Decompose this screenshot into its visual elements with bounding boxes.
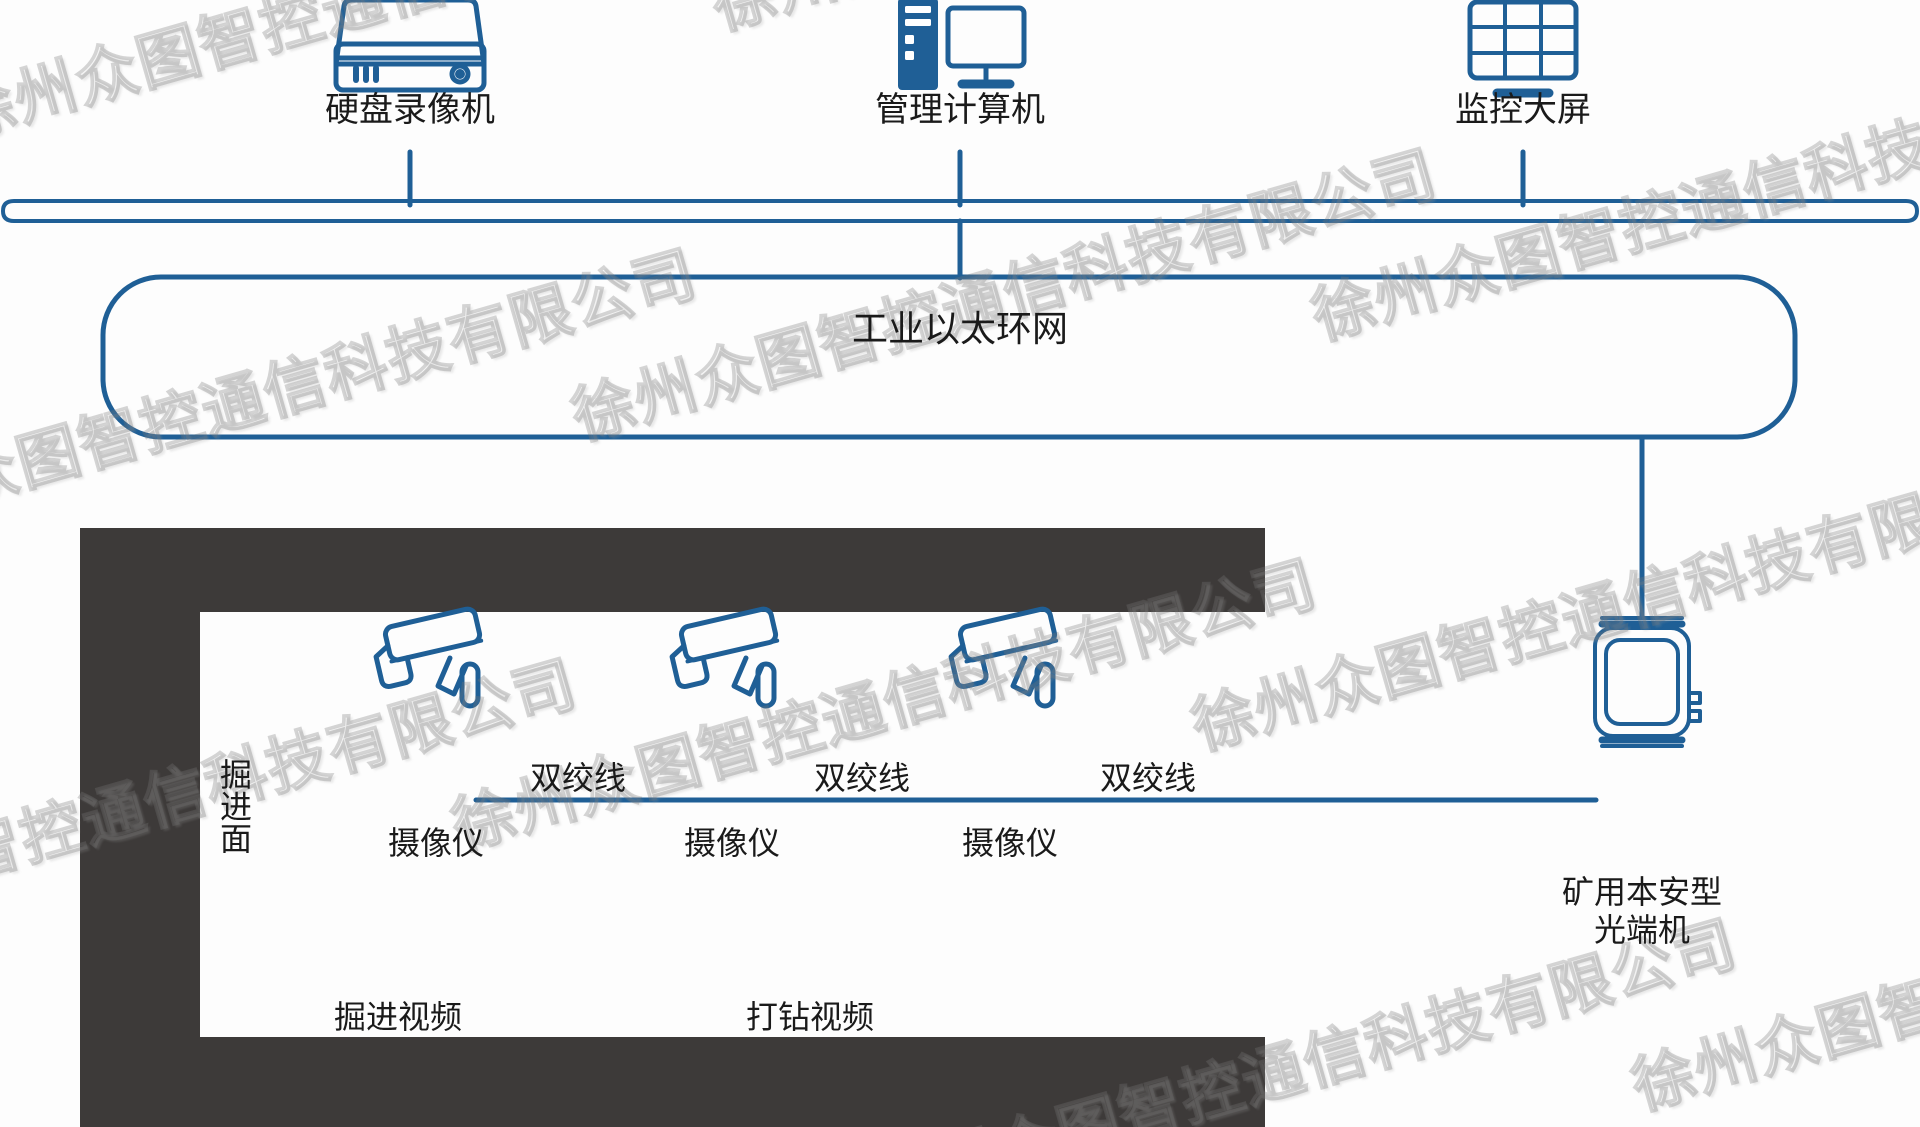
ethernet-ring-label: 工业以太环网 (851, 309, 1069, 350)
camera-label-3: 摄像仪 (961, 824, 1059, 862)
heading-face-label: 掘进面 (215, 758, 253, 854)
desktop-computer-icon (898, 0, 1027, 90)
twisted-pair-label-3: 双绞线 (1099, 759, 1197, 797)
dvr-label: 硬盘录像机 (325, 90, 495, 130)
optical-terminal-label: 矿用本安型 光端机 (1561, 873, 1723, 950)
camera-label-1: 摄像仪 (387, 824, 485, 862)
tunnel-top-band (80, 528, 1265, 612)
optical-terminal-icon (1593, 616, 1702, 748)
surface-bus-bar (1, 199, 1919, 223)
camera-icon-3 (948, 606, 1059, 709)
excavation-video-label: 掘进视频 (333, 998, 463, 1036)
camera-label-2: 摄像仪 (683, 824, 781, 862)
tunnel-left-wall (80, 528, 200, 1127)
tunnel-bottom-band (80, 1037, 1265, 1127)
camera-icon-1 (373, 606, 484, 709)
computer-label: 管理计算机 (875, 90, 1045, 130)
ethernet-ring-rect (100, 274, 1798, 440)
optical-terminal-label-line2: 光端机 (1593, 910, 1691, 949)
drilling-video-label: 打钻视频 (745, 998, 875, 1036)
camera-icon-2 (669, 606, 780, 709)
video-wall-label: 监控大屏 (1455, 90, 1591, 130)
twisted-pair-label-1: 双绞线 (529, 759, 627, 797)
twisted-pair-label-2: 双绞线 (813, 759, 911, 797)
dvr-icon (333, 0, 487, 93)
optical-terminal-label-line1: 矿用本安型 (1561, 873, 1723, 911)
video-wall-icon (1467, 0, 1579, 98)
